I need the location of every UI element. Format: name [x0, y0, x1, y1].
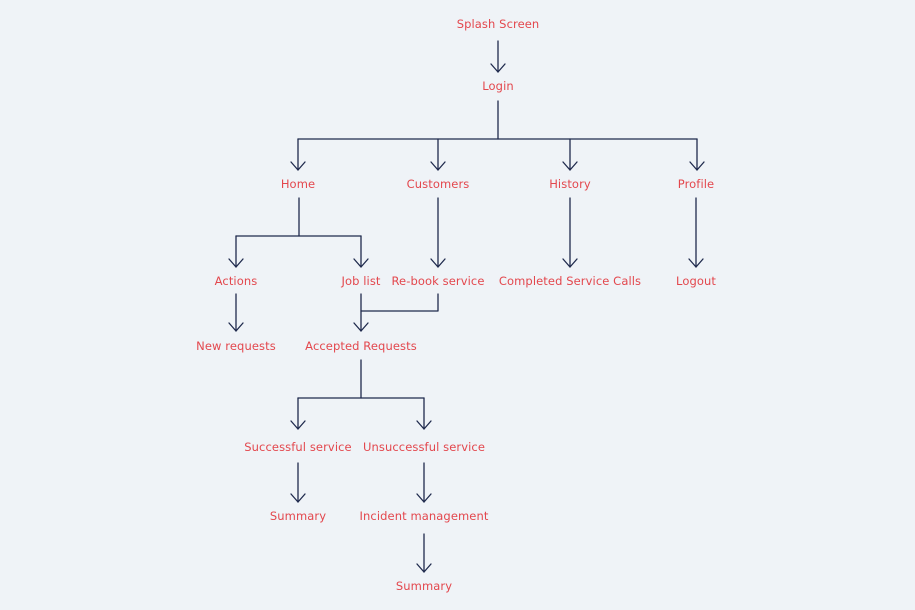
node-summary-incident: Summary — [395, 579, 453, 593]
arrow-to-summary-success-head — [290, 493, 306, 503]
node-home: Home — [280, 177, 316, 191]
node-successful-service: Successful service — [244, 440, 352, 454]
node-accepted-requests: Accepted Requests — [305, 339, 417, 353]
node-profile: Profile — [677, 177, 715, 191]
arrow-to-new-requests-head — [228, 322, 244, 332]
node-completed-service-calls: Completed Service Calls — [498, 274, 642, 288]
node-splash-screen: Splash Screen — [456, 17, 540, 31]
node-job-list: Job list — [341, 274, 381, 288]
arrow-splash-login-head — [490, 63, 506, 73]
node-new-requests: New requests — [196, 339, 276, 353]
node-history: History — [549, 177, 591, 191]
node-incident-management: Incident management — [359, 509, 489, 523]
node-logout: Logout — [676, 274, 716, 288]
arrow-to-incident-head — [416, 493, 432, 503]
node-customers: Customers — [406, 177, 470, 191]
arrow-to-actions-head — [228, 258, 244, 268]
node-rebook-service: Re-book service — [391, 274, 485, 288]
arrow-to-summary-incident-head — [416, 563, 432, 573]
arrow-to-home-head — [290, 161, 306, 171]
arrow-to-unsuccessful-head — [416, 420, 432, 430]
connector-rebook-merge — [360, 293, 439, 312]
node-unsuccessful-service: Unsuccessful service — [362, 440, 486, 454]
node-actions: Actions — [214, 274, 258, 288]
arrow-to-customers-head — [430, 161, 446, 171]
arrow-to-job-list-head — [353, 258, 369, 268]
arrow-to-logout-head — [688, 258, 704, 268]
arrow-to-accepted-head — [353, 322, 369, 332]
arrow-to-completed-head — [562, 258, 578, 268]
node-login: Login — [482, 79, 514, 93]
arrow-to-history-head — [562, 161, 578, 171]
arrow-to-successful-head — [290, 420, 306, 430]
arrow-to-profile-head — [689, 161, 705, 171]
node-summary-success: Summary — [269, 509, 327, 523]
arrow-to-rebook-head — [430, 258, 446, 268]
